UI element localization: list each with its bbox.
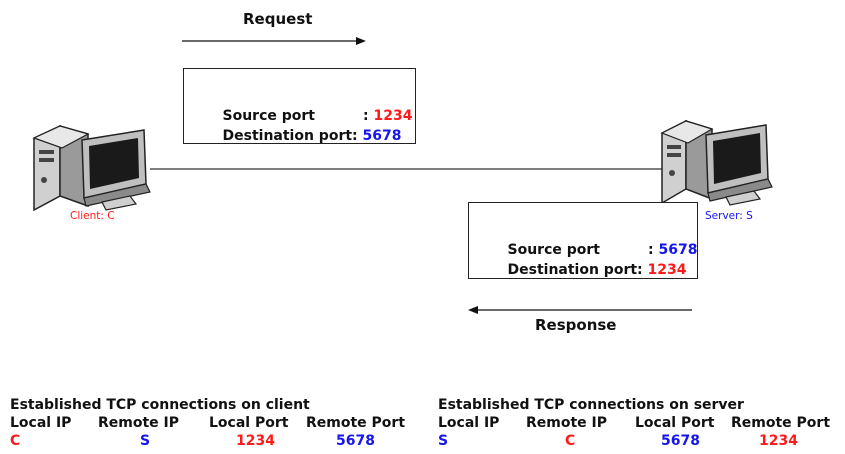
response-source-label: Source port xyxy=(507,242,600,258)
request-dest-label: Destination port: xyxy=(222,128,363,144)
server-header-remote-ip: Remote IP xyxy=(526,415,608,431)
request-source-value: 1234 xyxy=(373,108,413,124)
request-source-sep: : xyxy=(362,108,374,124)
client-row-local-port: 1234 xyxy=(236,433,275,449)
client-computer-icon xyxy=(32,124,151,212)
client-header-remote-ip: Remote IP xyxy=(98,415,180,431)
server-row-remote-port: 1234 xyxy=(759,433,798,449)
response-source-line: Source port: 5678 xyxy=(488,220,698,280)
client-header-local-ip: Local IP xyxy=(10,415,72,431)
server-header-local-port: Local Port xyxy=(635,415,715,431)
server-row-remote-ip: C xyxy=(565,433,576,449)
request-port-box: Source port: 1234 Destination port: 5678 xyxy=(183,68,416,144)
request-label: Request xyxy=(243,10,313,28)
request-source-label: Source port xyxy=(222,108,315,124)
client-label: Client: C xyxy=(70,210,115,222)
connection-line xyxy=(150,168,675,170)
server-table-title: Established TCP connections on server xyxy=(438,397,744,413)
server-row-local-port: 5678 xyxy=(661,433,700,449)
server-header-remote-port: Remote Port xyxy=(731,415,831,431)
client-table-title: Established TCP connections on client xyxy=(10,397,310,413)
client-tcp-table: Established TCP connections on client Lo… xyxy=(10,396,430,454)
response-dest-label: Destination port: xyxy=(507,262,648,278)
client-header-local-port: Local Port xyxy=(209,415,289,431)
server-tcp-table: Established TCP connections on server Lo… xyxy=(438,396,843,454)
client-row-remote-port: 5678 xyxy=(336,433,375,449)
server-computer-icon xyxy=(660,119,773,206)
client-row-local-ip: C xyxy=(10,433,21,449)
server-row-local-ip: S xyxy=(438,433,449,449)
client-header-remote-port: Remote Port xyxy=(306,415,406,431)
server-header-local-ip: Local IP xyxy=(438,415,500,431)
client-row-remote-ip: S xyxy=(140,433,151,449)
response-source-value: 5678 xyxy=(658,242,698,258)
response-port-box: Source port: 5678 Destination port: 1234 xyxy=(468,202,698,279)
request-dest-line: Destination port: 5678 xyxy=(203,106,402,166)
response-label: Response xyxy=(535,316,617,334)
server-label: Server: S xyxy=(705,210,753,222)
request-source-line: Source port: 1234 xyxy=(203,86,413,146)
request-dest-value: 5678 xyxy=(362,128,402,144)
response-source-sep: : xyxy=(647,242,659,258)
response-dest-line: Destination port: 1234 xyxy=(488,240,687,300)
response-arrow xyxy=(468,306,692,314)
response-dest-value: 1234 xyxy=(647,262,687,278)
request-arrow xyxy=(182,37,366,45)
